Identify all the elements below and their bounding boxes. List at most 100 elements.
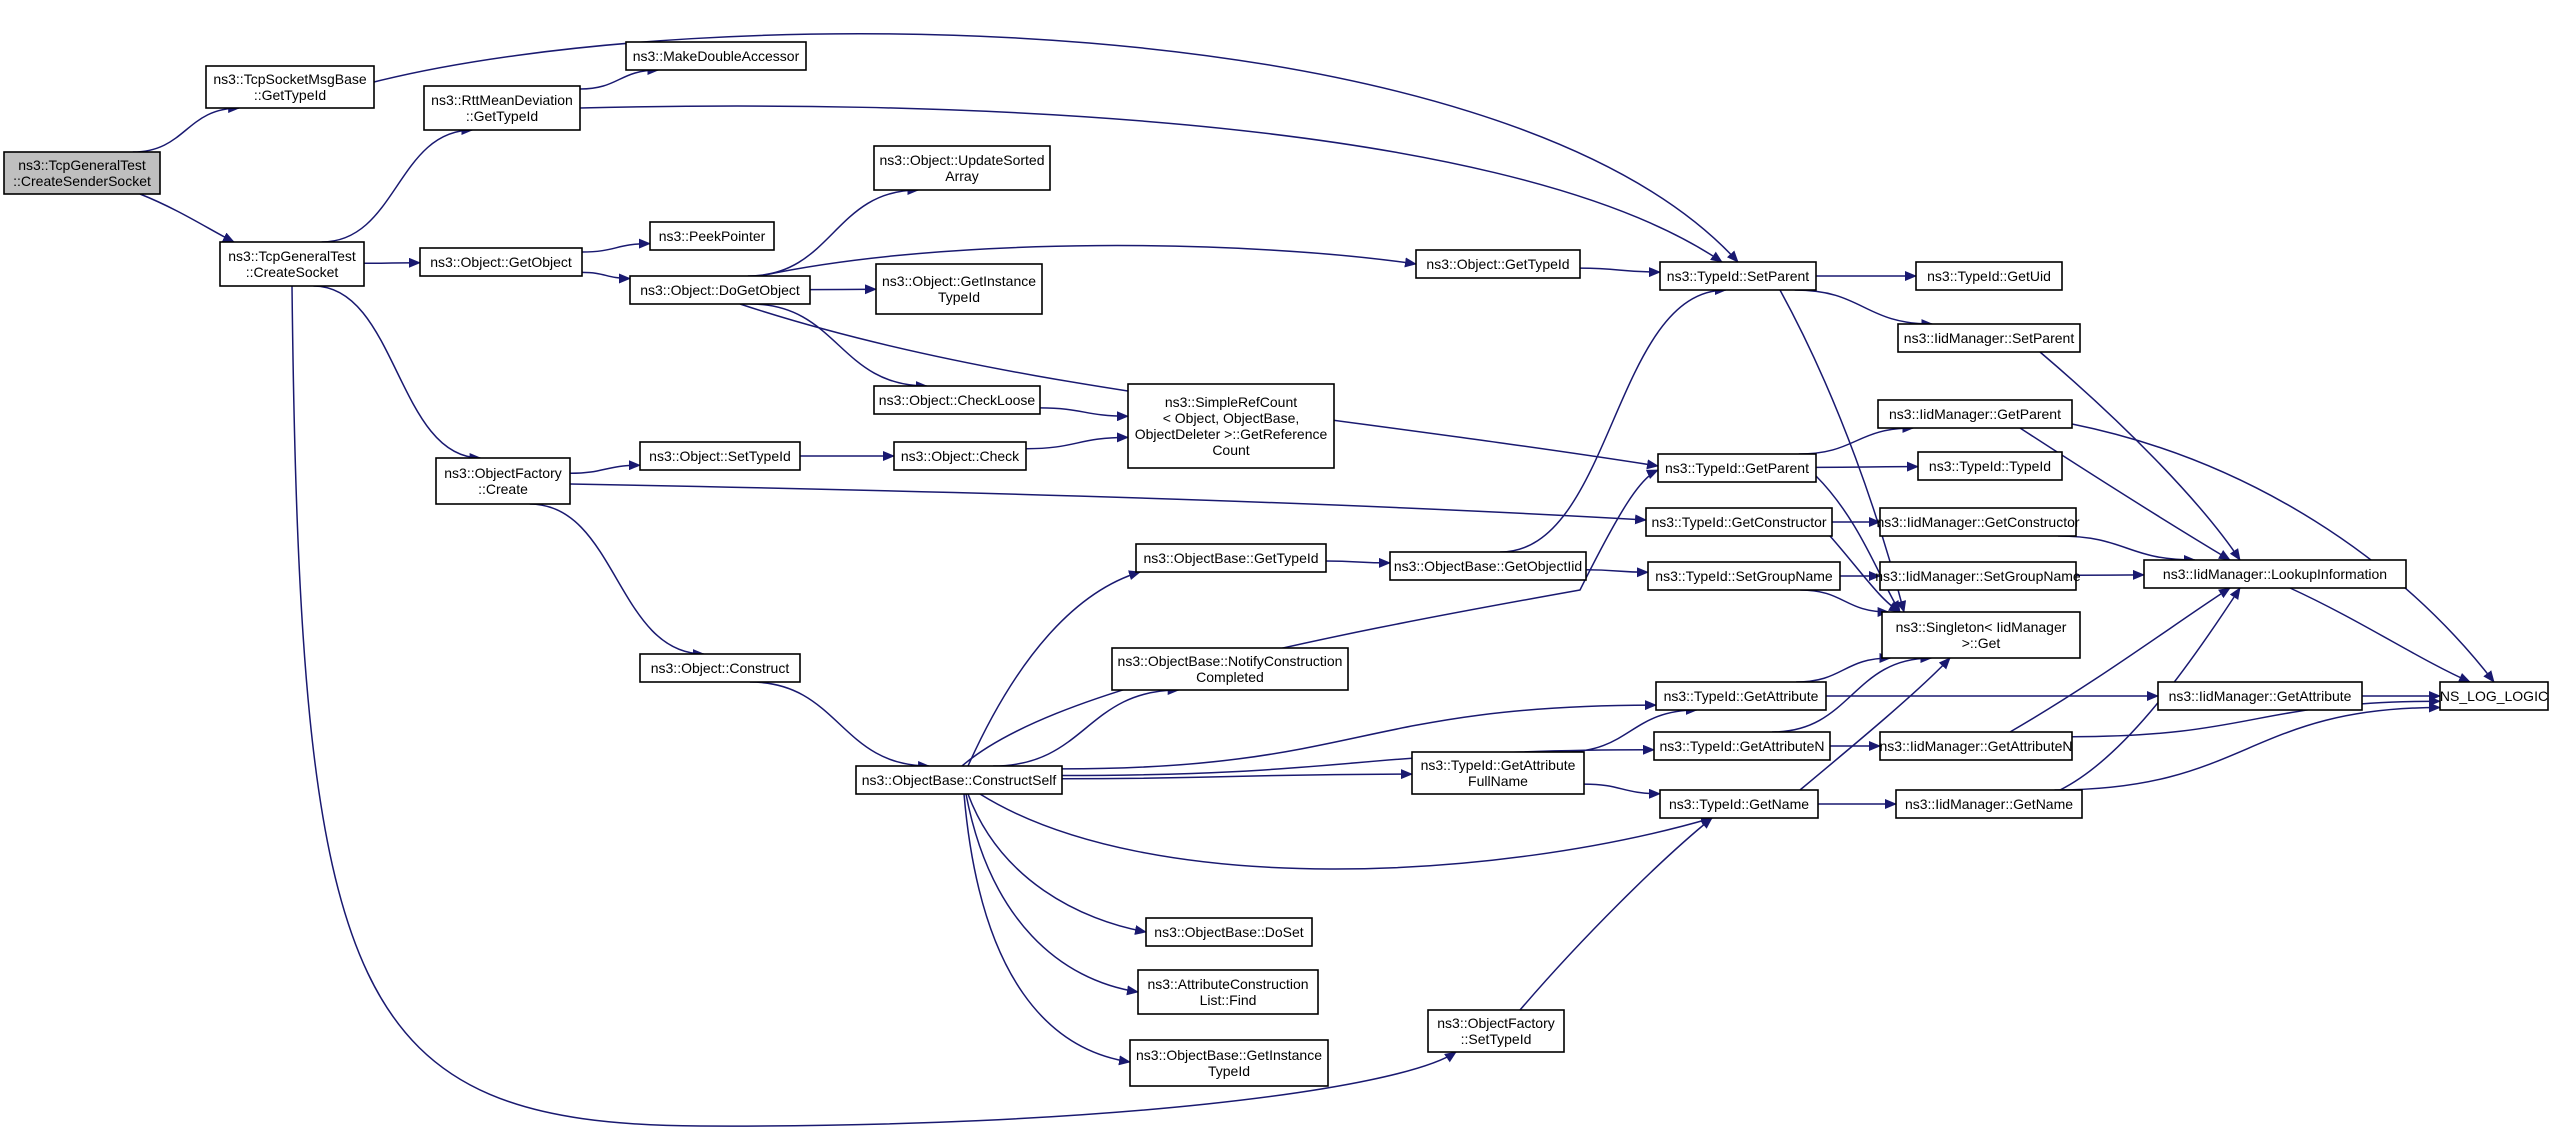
edge-n12-n13: [1579, 267, 1661, 278]
node-label-line: ns3::IidManager::GetAttribute: [2169, 688, 2352, 704]
edge-n3-n4: [579, 65, 660, 90]
node-box: [1655, 681, 1827, 711]
node-n35[interactable]: ns3::ObjectBase::ConstructSelf: [855, 765, 1063, 795]
edge-n35-n19: [961, 469, 1659, 767]
edge-n16-n22: [569, 483, 1647, 525]
node-n24[interactable]: ns3::ObjectBase::GetTypeId: [1135, 543, 1327, 573]
edge-n5-n7: [581, 271, 631, 284]
node-n25[interactable]: ns3::ObjectBase::GetObjectIid: [1389, 551, 1587, 581]
node-n4[interactable]: ns3::MakeDoubleAccessor: [625, 41, 807, 71]
node-label-line: ns3::Object::Check: [901, 448, 1020, 464]
node-n27[interactable]: ns3::IidManager::SetGroupName: [1875, 561, 2081, 591]
node-n10[interactable]: ns3::Object::CheckLoose: [873, 385, 1041, 415]
node-n31[interactable]: ns3::ObjectBase::NotifyConstructionCompl…: [1111, 647, 1349, 691]
edge-n19-n20: [1798, 423, 1915, 455]
edge-n20-n28: [2019, 427, 2231, 561]
node-label-line: ns3::Object::GetObject: [430, 254, 572, 270]
node-n13[interactable]: ns3::TypeId::SetParent: [1659, 261, 1817, 291]
node-n34[interactable]: NS_LOG_LOGIC: [2439, 681, 2549, 711]
node-label-line: ns3::ObjectBase::GetTypeId: [1143, 550, 1318, 566]
node-box: [1647, 561, 1841, 591]
node-n0[interactable]: ns3::TcpGeneralTest::CreateSenderSocket: [3, 151, 161, 195]
node-n41[interactable]: ns3::ObjectBase::DoSet: [1145, 917, 1313, 947]
node-label-line: ns3::ObjectBase::GetObjectIid: [1394, 558, 1582, 574]
node-n23[interactable]: ns3::IidManager::GetConstructor: [1876, 507, 2080, 537]
node-n28[interactable]: ns3::IidManager::LookupInformation: [2143, 559, 2407, 589]
node-label-line: ns3::TypeId::GetAttribute: [1664, 688, 1819, 704]
node-box: [1653, 731, 1831, 761]
node-n11[interactable]: ns3::SimpleRefCount< Object, ObjectBase,…: [1127, 383, 1335, 469]
node-box: [649, 221, 775, 251]
node-box: [1659, 261, 1817, 291]
node-label-line: ns3::TypeId::GetUid: [1927, 268, 2051, 284]
edge-n35-n32: [1061, 700, 1657, 770]
edge-n7-n12: [759, 244, 1417, 277]
node-n40[interactable]: ns3::IidManager::GetName: [1895, 789, 2083, 819]
node-label-line: ::SetTypeId: [1461, 1031, 1532, 1047]
node-n21[interactable]: ns3::TypeId::TypeId: [1917, 451, 2063, 481]
node-n12[interactable]: ns3::Object::GetTypeId: [1415, 249, 1581, 279]
node-n43[interactable]: ns3::ObjectFactory::SetTypeId: [1427, 1009, 1565, 1053]
edge-n19-n21: [1815, 461, 1919, 472]
node-label-line: List::Find: [1200, 992, 1257, 1008]
node-n32[interactable]: ns3::TypeId::GetAttribute: [1655, 681, 1827, 711]
node-n17[interactable]: ns3::Object::SetTypeId: [639, 441, 801, 471]
node-n14[interactable]: ns3::TypeId::GetUid: [1915, 261, 2063, 291]
node-n30[interactable]: ns3::Object::Construct: [639, 653, 801, 683]
node-label-line: ns3::TypeId::SetGroupName: [1655, 568, 1833, 584]
edge-n3-n13: [579, 105, 1723, 263]
node-box: [1111, 647, 1349, 691]
edge-n20-n34: [2071, 423, 2495, 683]
node-n15[interactable]: ns3::IidManager::SetParent: [1897, 323, 2081, 353]
node-label-line: ns3::TcpSocketMsgBase: [213, 71, 367, 87]
node-box: [625, 41, 807, 71]
node-n2[interactable]: ns3::TcpGeneralTest::CreateSocket: [219, 241, 365, 287]
node-n16[interactable]: ns3::ObjectFactory::Create: [435, 457, 571, 505]
node-label-line: TypeId: [1208, 1063, 1250, 1079]
node-box: [1411, 751, 1585, 795]
node-n29[interactable]: ns3::Singleton< IidManager>::Get: [1881, 611, 2081, 659]
node-label-line: ns3::ObjectBase::GetInstance: [1136, 1047, 1322, 1063]
node-n33[interactable]: ns3::IidManager::GetAttribute: [2157, 681, 2363, 711]
node-label-line: Array: [945, 168, 978, 184]
node-label-line: FullName: [1468, 773, 1528, 789]
edge-n15-n28: [2039, 351, 2241, 561]
node-box: [1137, 969, 1319, 1015]
node-label-line: ns3::Object::DoGetObject: [640, 282, 800, 298]
node-n3[interactable]: ns3::RttMeanDeviation::GetTypeId: [423, 85, 581, 131]
node-n26[interactable]: ns3::TypeId::SetGroupName: [1647, 561, 1841, 591]
edge-n40-n28: [2059, 587, 2241, 791]
node-box: [1895, 789, 2083, 819]
edge-n35-n37: [1061, 744, 1655, 777]
edge-n32-n29: [1796, 653, 1892, 683]
node-n39[interactable]: ns3::TypeId::GetName: [1659, 789, 1819, 819]
node-box: [873, 385, 1041, 415]
edge-n43-n39: [1519, 817, 1713, 1011]
node-n20[interactable]: ns3::IidManager::GetParent: [1877, 399, 2073, 429]
node-n6[interactable]: ns3::PeekPointer: [649, 221, 775, 251]
node-box: [629, 275, 811, 305]
edge-n7-n10: [750, 303, 928, 391]
node-label-line: ::CreateSenderSocket: [13, 173, 151, 189]
node-label-line: ns3::TcpGeneralTest: [18, 157, 146, 173]
node-box: [893, 441, 1027, 471]
node-n19[interactable]: ns3::TypeId::GetParent: [1657, 453, 1817, 483]
node-box: [219, 241, 365, 287]
node-label-line: ns3::ObjectFactory: [444, 465, 562, 481]
edge-n23-n28: [2057, 535, 2196, 565]
node-n7[interactable]: ns3::Object::DoGetObject: [629, 275, 811, 305]
node-n18[interactable]: ns3::Object::Check: [893, 441, 1027, 471]
edge-n39-n29: [1799, 657, 1951, 791]
node-n1[interactable]: ns3::TcpSocketMsgBase::GetTypeId: [205, 65, 375, 109]
node-n22[interactable]: ns3::TypeId::GetConstructor: [1645, 507, 1833, 537]
node-label-line: ns3::Object::GetInstance: [882, 273, 1036, 289]
node-n37[interactable]: ns3::TypeId::GetAttributeN: [1653, 731, 1831, 761]
node-n5[interactable]: ns3::Object::GetObject: [419, 247, 583, 277]
node-n38[interactable]: ns3::IidManager::GetAttributeN: [1879, 731, 2073, 761]
node-box: [1659, 789, 1819, 819]
